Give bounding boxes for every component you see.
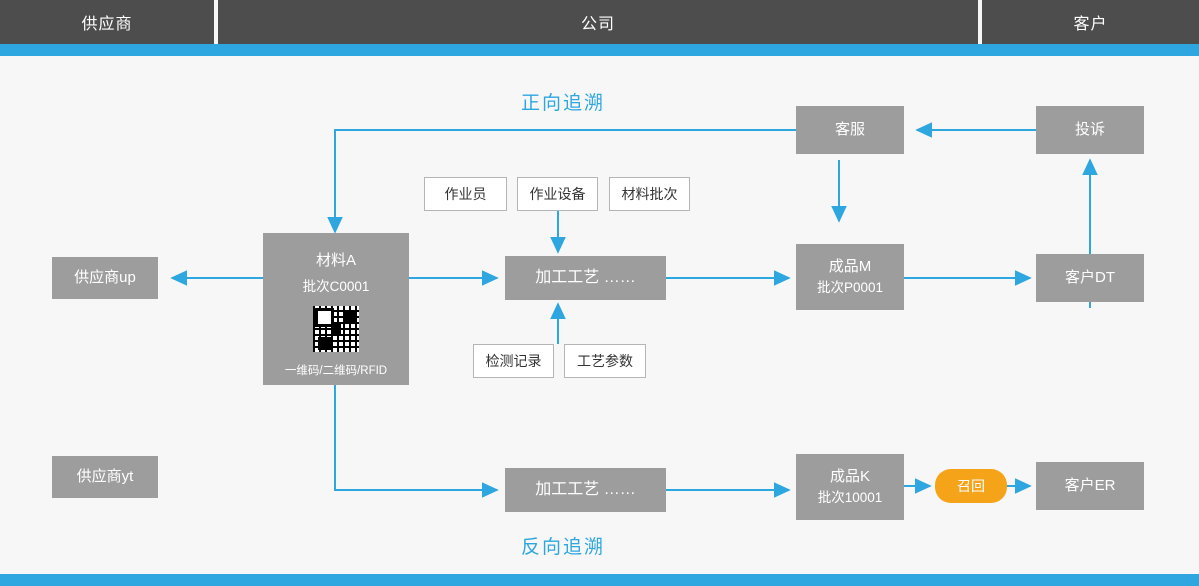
node-product-m[interactable]: 成品M 批次P0001 xyxy=(796,244,904,310)
node-product-m-batch: 批次P0001 xyxy=(816,280,884,296)
header-column-customer-label: 客户 xyxy=(1073,16,1108,33)
node-customer-er-label: 客户ER xyxy=(1064,477,1116,495)
node-material-a-title: 材料A xyxy=(315,252,356,269)
accent-bar-top xyxy=(0,44,1199,56)
header-column-supplier: 供应商 xyxy=(0,0,214,44)
node-process-bottom[interactable]: 加工工艺 …… xyxy=(505,468,666,512)
node-supplier-yt-label: 供应商yt xyxy=(76,468,134,486)
node-complaint[interactable]: 投诉 xyxy=(1036,106,1144,154)
node-customer-dt[interactable]: 客户DT xyxy=(1036,254,1144,302)
node-process-top-label: 加工工艺 …… xyxy=(535,269,636,287)
node-process-bottom-label: 加工工艺 …… xyxy=(535,481,636,499)
qr-code-icon xyxy=(313,306,359,352)
caption-forward-trace: 正向追溯 xyxy=(521,93,606,114)
box-material-batch[interactable]: 材料批次 xyxy=(609,177,690,211)
node-customer-service[interactable]: 客服 xyxy=(796,106,904,154)
box-inspection-record-label: 检测记录 xyxy=(485,353,542,369)
header-divider-1 xyxy=(214,0,218,44)
header-column-company: 公司 xyxy=(218,0,978,44)
box-inspection-record[interactable]: 检测记录 xyxy=(473,344,554,378)
header-column-supplier-label: 供应商 xyxy=(81,16,133,33)
header-column-company-label: 公司 xyxy=(580,16,615,33)
header-column-customer: 客户 xyxy=(982,0,1199,44)
node-product-k[interactable]: 成品K 批次10001 xyxy=(796,454,904,520)
node-material-a[interactable]: 材料A 批次C0001 一维码/二维码/RFID xyxy=(263,233,409,385)
arrow-material-to-process-bottom xyxy=(334,384,499,498)
node-supplier-yt[interactable]: 供应商yt xyxy=(52,456,158,498)
node-material-a-batch: 批次C0001 xyxy=(302,279,370,294)
box-operator-label: 作业员 xyxy=(444,186,487,202)
node-customer-dt-label: 客户DT xyxy=(1065,269,1115,287)
diagram-canvas: 正向追溯 反向追溯 供应商up 供应商yt 材料A 批次C0001 一维码/二维… xyxy=(0,56,1199,574)
node-process-top[interactable]: 加工工艺 …… xyxy=(505,256,666,300)
badge-recall-label: 召回 xyxy=(957,478,985,494)
node-customer-er[interactable]: 客户ER xyxy=(1036,462,1144,510)
box-process-parameter-label: 工艺参数 xyxy=(577,353,633,369)
node-customer-service-label: 客服 xyxy=(834,121,865,139)
node-supplier-up-label: 供应商up xyxy=(74,269,136,287)
box-equipment[interactable]: 作业设备 xyxy=(517,177,598,211)
box-process-parameter[interactable]: 工艺参数 xyxy=(564,344,646,378)
accent-bar-bottom xyxy=(0,574,1199,586)
node-product-m-title: 成品M xyxy=(828,258,872,276)
node-product-k-batch: 批次10001 xyxy=(817,490,883,506)
caption-backward-trace: 反向追溯 xyxy=(521,537,606,558)
node-complaint-label: 投诉 xyxy=(1074,121,1105,139)
node-supplier-up[interactable]: 供应商up xyxy=(52,257,158,299)
badge-recall[interactable]: 召回 xyxy=(935,469,1007,503)
box-material-batch-label: 材料批次 xyxy=(621,186,678,202)
box-operator[interactable]: 作业员 xyxy=(424,177,507,211)
node-product-k-title: 成品K xyxy=(829,468,870,486)
box-equipment-label: 作业设备 xyxy=(529,186,586,202)
header-divider-2 xyxy=(978,0,982,44)
node-material-a-codes: 一维码/二维码/RFID xyxy=(284,365,388,377)
